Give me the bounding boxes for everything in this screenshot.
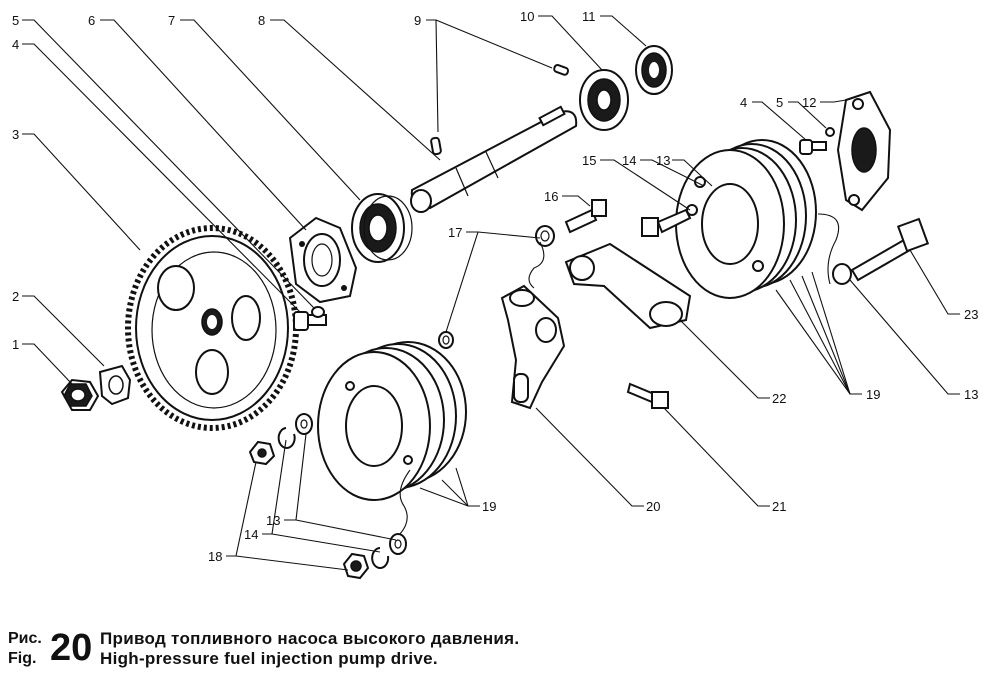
label-part-13-far-right: 13 <box>964 387 978 402</box>
part-14-lockwasher-upper <box>277 427 296 449</box>
label-part-23: 23 <box>964 307 978 322</box>
part-22-lever <box>564 242 692 330</box>
label-part-19-right: 19 <box>866 387 880 402</box>
label-part-4-right: 4 <box>740 95 747 110</box>
part-3-drive-gear <box>125 225 299 431</box>
part-21-bolt <box>626 382 669 409</box>
label-part-10: 10 <box>520 9 534 24</box>
label-part-1: 1 <box>12 337 19 352</box>
label-part-12: 12 <box>802 95 816 110</box>
label-part-5: 5 <box>12 13 19 28</box>
part-6-flange <box>288 216 358 304</box>
label-part-20: 20 <box>646 499 660 514</box>
part-13-washer-lower <box>389 533 407 555</box>
part-18-nut-upper <box>248 440 276 466</box>
label-part-13-left: 13 <box>266 513 280 528</box>
label-part-14-right: 14 <box>622 153 636 168</box>
part-14-lockwasher-lower <box>371 547 390 569</box>
part-8-shaft <box>410 105 578 213</box>
label-part-6: 6 <box>88 13 95 28</box>
label-part-8: 8 <box>258 13 265 28</box>
part-11-bearing <box>635 45 673 95</box>
part-19-coupling-discs-right <box>675 139 817 299</box>
caption-title-ru: Привод топливного насоса высокого давлен… <box>100 629 520 648</box>
exploded-parts-diagram: 1 2 3 4 5 6 7 8 9 10 11 4 5 12 15 14 13 … <box>12 9 978 580</box>
caption-title-en: High-pressure fuel injection pump drive. <box>100 649 438 668</box>
part-15-bolt <box>641 204 698 237</box>
figure-number: 20 <box>50 627 93 669</box>
label-part-5-right: 5 <box>776 95 783 110</box>
part-13-washer-upper <box>535 225 555 247</box>
label-part-11: 11 <box>582 9 596 24</box>
label-part-18: 18 <box>208 549 222 564</box>
part-4-bolt-left <box>293 306 327 331</box>
part-9-keys <box>430 64 570 156</box>
part-10-bearing <box>579 69 629 131</box>
label-part-7: 7 <box>168 13 175 28</box>
label-part-3: 3 <box>12 127 19 142</box>
label-part-2: 2 <box>12 289 19 304</box>
part-1-nut <box>60 378 100 411</box>
part-2-lock-washer <box>98 364 132 406</box>
part-16-bolt <box>564 199 607 234</box>
caption-prefix-ru: Рис. <box>8 630 42 647</box>
part-7-bearing <box>351 193 413 263</box>
part-19-coupling-discs-left <box>317 341 467 501</box>
part-12-coupling-flange <box>836 90 892 212</box>
label-part-13-right: 13 <box>656 153 670 168</box>
label-part-9: 9 <box>414 13 421 28</box>
part-23-bolt <box>832 217 930 285</box>
label-part-4: 4 <box>12 37 19 52</box>
part-13-washer-mid <box>438 331 454 349</box>
label-part-19-left: 19 <box>482 499 496 514</box>
label-part-15: 15 <box>582 153 596 168</box>
label-part-14-left: 14 <box>244 527 258 542</box>
label-part-21: 21 <box>772 499 786 514</box>
label-part-16: 16 <box>544 189 558 204</box>
part-4-bolt-right <box>799 127 835 155</box>
part-18-nut-lower <box>342 552 370 580</box>
label-part-17: 17 <box>448 225 462 240</box>
part-20-fork-lever <box>500 284 566 410</box>
figure-caption: Рис. Fig. 20 Привод топливного насоса вы… <box>8 626 988 670</box>
callout-labels: 1 2 3 4 5 6 7 8 9 10 11 4 5 12 15 14 13 … <box>12 9 978 564</box>
caption-prefix-en: Fig. <box>8 650 37 667</box>
part-13-washer-left <box>295 413 313 435</box>
label-part-22: 22 <box>772 391 786 406</box>
leader-lines <box>22 15 960 571</box>
